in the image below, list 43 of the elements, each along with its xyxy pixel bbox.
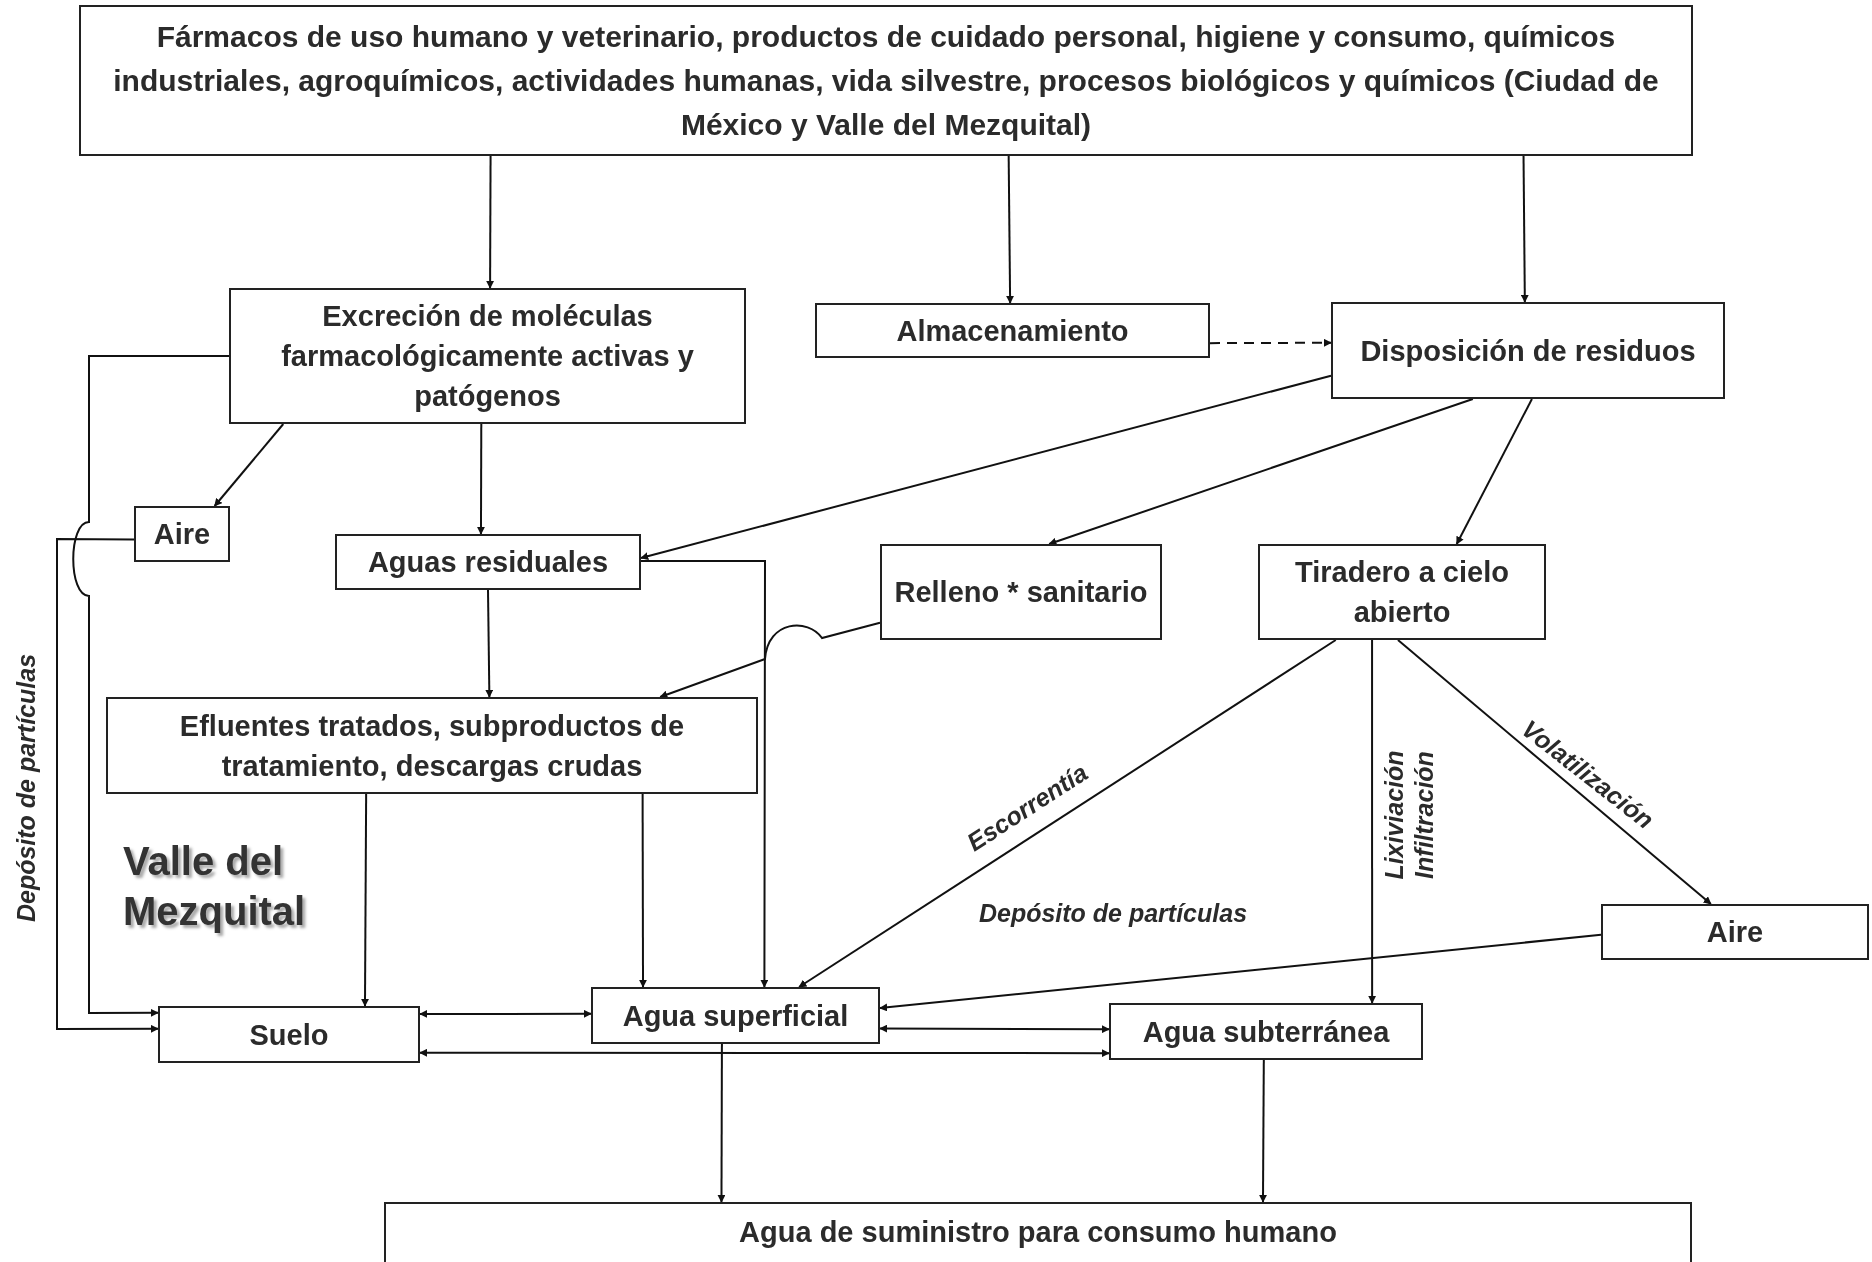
arrow bbox=[640, 559, 769, 988]
arrow bbox=[477, 423, 485, 535]
arrow bbox=[56, 538, 159, 1033]
process-box: Agua superficial bbox=[591, 987, 880, 1044]
process-box: Agua subterránea bbox=[1109, 1003, 1423, 1060]
target-box: Agua de suministro para consumo humano bbox=[384, 1202, 1692, 1262]
arrow bbox=[486, 155, 495, 289]
arrow bbox=[213, 423, 285, 507]
arrow bbox=[1259, 1059, 1267, 1203]
arrow bbox=[1368, 639, 1377, 1004]
arrow bbox=[361, 793, 369, 1007]
arrow bbox=[717, 1043, 726, 1203]
edge-label: Depósito de partículas bbox=[977, 898, 1249, 928]
arrow bbox=[640, 374, 1332, 561]
process-box: Disposición de residuos bbox=[1331, 302, 1725, 399]
arrow bbox=[1396, 639, 1712, 905]
arrow bbox=[1209, 338, 1332, 347]
arrow bbox=[419, 1009, 592, 1018]
arrow bbox=[879, 933, 1602, 1012]
process-box: Almacenamiento bbox=[815, 303, 1210, 358]
arrow bbox=[1048, 398, 1474, 546]
edge-label: Lixiviación Infiltración bbox=[1379, 749, 1439, 882]
arrow bbox=[1520, 155, 1529, 303]
arrow bbox=[1006, 155, 1015, 304]
arrow bbox=[798, 639, 1337, 988]
process-box: Aire bbox=[134, 506, 230, 562]
process-box: Suelo bbox=[158, 1006, 420, 1063]
arrow bbox=[659, 621, 881, 699]
arrow bbox=[485, 589, 494, 698]
edge-label: Depósito de partículas bbox=[11, 652, 41, 925]
process-box: Aguas residuales bbox=[335, 534, 641, 590]
arrow bbox=[639, 793, 647, 988]
arrow bbox=[879, 1024, 1110, 1034]
process-box: Excreción de moléculas farmacológicamente activas y patógenos bbox=[229, 288, 746, 424]
arrow bbox=[72, 355, 230, 1017]
region-label: Valle del Mezquital bbox=[123, 838, 307, 935]
process-box: Relleno * sanitario bbox=[880, 544, 1162, 640]
process-box: Efluentes tratados, subproductos de tratamiento, descargas crudas bbox=[106, 697, 758, 794]
process-box: Aire bbox=[1601, 904, 1869, 960]
process-box: Tiradero a cielo abierto bbox=[1258, 544, 1546, 640]
source-box: Fármacos de uso humano y veterinario, productos de cuidado personal, higiene y consumo, químicos industriales, agroquímicos, actividades humanas, vida silvestre, procesos biológicos y químicos (Ciudad de México y Valle del Mezquital) bbox=[79, 5, 1693, 156]
arrow bbox=[1455, 398, 1533, 545]
arrow bbox=[419, 1048, 1110, 1058]
